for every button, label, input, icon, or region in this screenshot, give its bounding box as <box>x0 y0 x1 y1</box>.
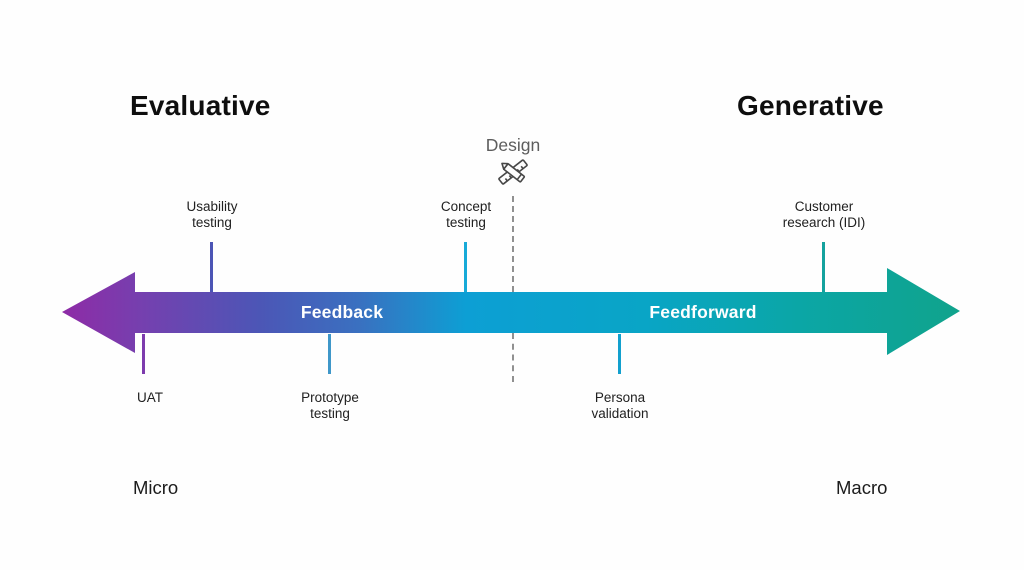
marker-label-uat: UAT <box>137 390 163 405</box>
spectrum-arrow <box>62 268 960 355</box>
feedforward-label: Feedforward <box>649 302 757 322</box>
marker-tick-usability-testing <box>210 242 213 292</box>
design-label: Design <box>485 135 541 155</box>
marker-tick-prototype-testing <box>328 334 331 374</box>
double-headed-arrow-shape <box>62 268 960 355</box>
design-divider-line-lower <box>512 333 514 382</box>
macro-label: Macro <box>836 477 888 498</box>
marker-label-usability-testing: Usability testing <box>186 199 238 231</box>
pencil-ruler-icon <box>496 157 530 192</box>
marker-label-prototype-testing: Prototype testing <box>301 390 359 422</box>
marker-tick-customer-research <box>822 242 825 292</box>
generative-title: Generative <box>737 90 884 121</box>
marker-label-customer-research: Customer research (IDI) <box>782 199 866 231</box>
micro-label: Micro <box>133 477 179 498</box>
marker-tick-uat <box>142 334 145 374</box>
marker-label-concept-testing: Concept testing <box>440 199 492 231</box>
marker-label-persona-validation: Persona validation <box>591 390 649 422</box>
feedback-label: Feedback <box>300 302 384 322</box>
marker-tick-persona-validation <box>618 334 621 374</box>
evaluative-title: Evaluative <box>130 90 271 121</box>
design-divider-line-upper <box>512 196 514 292</box>
marker-tick-concept-testing <box>464 242 467 292</box>
